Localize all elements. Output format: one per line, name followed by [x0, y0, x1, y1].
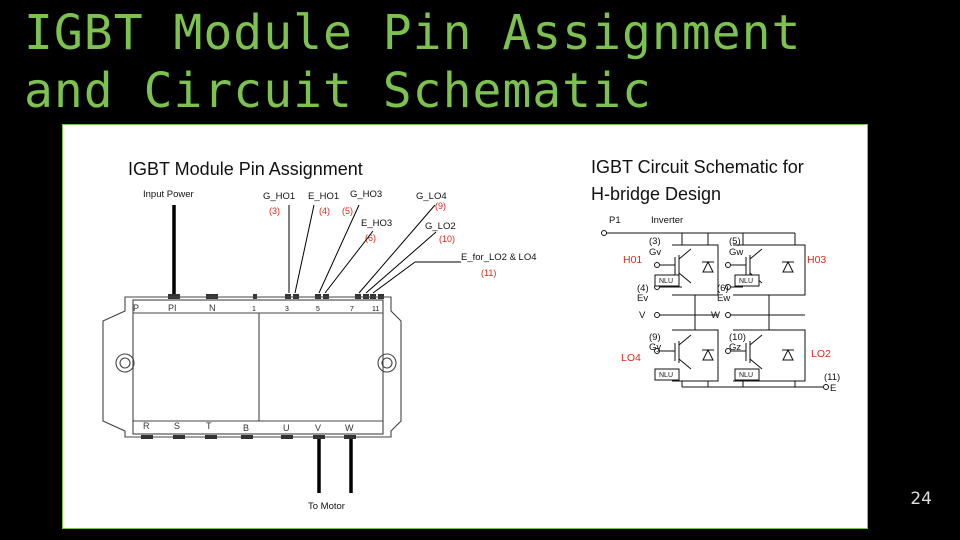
pin-num-10: (10) — [439, 234, 455, 244]
ew-num: (6) — [717, 283, 729, 294]
slide-title-line-1: IGBT Module Pin Assignment — [24, 5, 802, 61]
pin-assignment-heading: IGBT Module Pin Assignment — [128, 159, 363, 179]
bottom-pin-w: W — [345, 423, 354, 433]
top-pin-3: 3 — [285, 306, 289, 313]
bottom-pin-tabs — [141, 435, 356, 439]
nlu-blocks: NLU NLU NLU NLU — [654, 274, 760, 381]
nlu-label-4: NLU — [739, 372, 753, 379]
lo4-label: LO4 — [621, 352, 641, 364]
pin-label-g-lo4: G_LO4 — [416, 191, 447, 202]
bottom-pin-b: B — [243, 423, 249, 433]
gw-label: Gw — [729, 247, 743, 258]
top-pin-11: 11 — [372, 306, 379, 313]
h-bridge-schematic: IGBT Circuit Schematic for H-bridge Desi… — [591, 157, 840, 394]
p1-label: P1 — [609, 215, 621, 226]
pin-label-e-ho1: E_HO1 — [308, 191, 339, 202]
h01-label: H01 — [623, 254, 642, 266]
nlu-label-2: NLU — [739, 278, 753, 285]
slide-title-line-2: and Circuit Schematic — [24, 63, 652, 119]
pin-leader-lines — [288, 204, 461, 294]
diagram-panel: IGBT Module Pin Assignment Input Power G… — [62, 124, 868, 529]
schematic-wiring — [601, 230, 829, 390]
ev-num: (4) — [637, 283, 649, 294]
bottom-pin-v: V — [315, 423, 321, 433]
pin-label-e-ho3: E_HO3 — [361, 218, 392, 229]
e-num: (11) — [824, 372, 840, 383]
gy-label: Gy — [649, 342, 661, 353]
inverter-label: Inverter — [651, 215, 683, 226]
bottom-pin-t: T — [206, 421, 212, 431]
schematic-heading-line-1: IGBT Circuit Schematic for — [591, 157, 804, 177]
diagram-svg: IGBT Module Pin Assignment Input Power G… — [102, 157, 840, 512]
top-pin-n: N — [209, 303, 216, 313]
w-label: W — [711, 310, 720, 321]
bottom-pin-r: R — [143, 421, 150, 431]
ev-label: Ev — [637, 293, 648, 304]
bottom-pin-s: S — [174, 421, 180, 431]
pin-num-3: (3) — [269, 206, 280, 216]
e-label: E — [830, 383, 836, 394]
to-motor-label: To Motor — [308, 501, 345, 512]
pin-label-e-lo: E_for_LO2 & LO4 — [461, 252, 537, 263]
pin-num-4: (4) — [319, 206, 330, 216]
gw-num: (5) — [729, 236, 741, 247]
ew-label: Ew — [717, 293, 730, 304]
schematic-heading-line-2: H-bridge Design — [591, 184, 721, 204]
nlu-label-1: NLU — [659, 278, 673, 285]
pin-assignment-diagram: IGBT Module Pin Assignment Input Power G… — [102, 159, 537, 512]
input-power-label: Input Power — [143, 189, 194, 200]
pin-label-g-lo2: G_LO2 — [425, 221, 456, 232]
v-label: V — [639, 310, 646, 321]
pin-num-9: (9) — [435, 201, 446, 211]
pin-label-g-ho1: G_HO1 — [263, 191, 295, 202]
gz-num: (10) — [729, 332, 746, 343]
lo2-label: LO2 — [811, 348, 831, 360]
igbt-symbols — [674, 248, 763, 370]
gz-label: Gz — [729, 342, 741, 353]
top-pin-pi: PI — [168, 303, 177, 313]
igbt-module-outline — [102, 296, 402, 438]
pin-num-11: (11) — [481, 268, 496, 278]
page-number: 24 — [910, 489, 932, 509]
pin-num-5: (5) — [342, 206, 353, 216]
h03-label: H03 — [807, 254, 826, 266]
nlu-label-3: NLU — [659, 372, 673, 379]
pin-num-6: (6) — [365, 233, 376, 243]
diode-symbols — [702, 260, 794, 361]
gy-num: (9) — [649, 332, 661, 343]
pin-label-g-ho3: G_HO3 — [350, 189, 382, 200]
gv-num: (3) — [649, 236, 661, 247]
slide-title: IGBT Module Pin Assignment and Circuit S… — [24, 4, 801, 120]
top-pin-5: 5 — [316, 306, 320, 313]
bottom-pin-u: U — [283, 423, 290, 433]
top-pin-7: 7 — [350, 306, 354, 313]
top-pin-1: 1 — [252, 306, 256, 313]
gv-label: Gv — [649, 247, 661, 258]
top-pin-p: P — [133, 303, 139, 313]
